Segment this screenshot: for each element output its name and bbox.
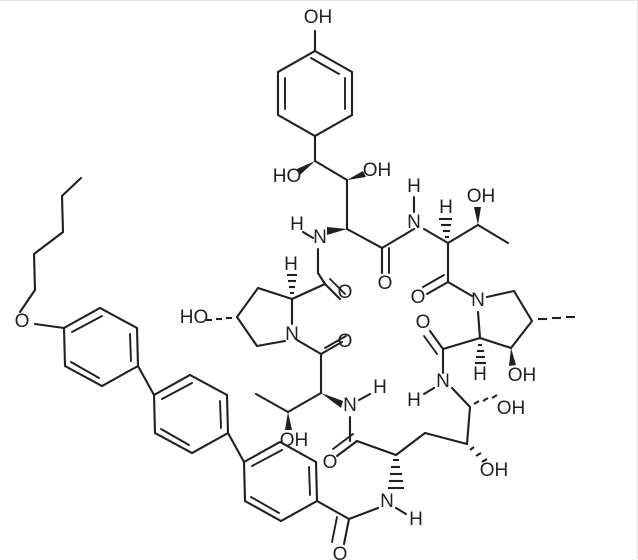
wedge-proR-oh bbox=[509, 348, 516, 366]
pro-right-n-label: N bbox=[471, 290, 485, 311]
terphenyl-ring-b bbox=[136, 364, 230, 455]
hash-bottom-n bbox=[388, 458, 404, 490]
ether-o-label: O bbox=[15, 311, 30, 332]
thr-right-oh-label: OH bbox=[467, 186, 496, 207]
threonine-left: N H OH O bbox=[254, 331, 387, 451]
thr-right-co-o-label: O bbox=[411, 287, 426, 308]
thr-left-co-o-label: O bbox=[338, 331, 353, 352]
thr-left-oh-label: OH bbox=[280, 430, 309, 451]
amide-lower-right: N H OH OH bbox=[394, 371, 526, 481]
proline-right: N OH H O bbox=[416, 289, 575, 386]
hash-thrR-h bbox=[439, 217, 452, 239]
wedge-tyr-n bbox=[327, 227, 347, 235]
tyr-nh-h-label: H bbox=[290, 214, 304, 235]
pro-right-oh-label: OH bbox=[508, 365, 537, 386]
tyr-oh-label: OH bbox=[363, 160, 392, 181]
bottom-residue: N H O O bbox=[315, 433, 423, 560]
hash-dihydroxy-upper bbox=[473, 394, 498, 405]
hash-proL-ho bbox=[206, 316, 232, 322]
pro-right-ch-h-label: H bbox=[473, 364, 487, 385]
thr-left-h-label: H bbox=[373, 377, 387, 398]
thr-right-nh-h-label: H bbox=[407, 176, 421, 197]
thr-right-n-label: N bbox=[407, 212, 421, 233]
pro-left-ch-h-label: H bbox=[284, 254, 298, 275]
tyr-n-label: N bbox=[313, 227, 327, 248]
bottom-amide-h-label: H bbox=[409, 509, 423, 530]
dihydroxy-oh-lower-label: OH bbox=[480, 460, 509, 481]
bottom-amide-n-label: N bbox=[380, 491, 394, 512]
bond-amideLR-n-h bbox=[422, 386, 436, 396]
pro-left-co-o-label: O bbox=[338, 282, 353, 303]
hash-proR-methyl bbox=[538, 315, 575, 321]
homotyrosine-diol bbox=[297, 159, 416, 275]
dihydroxy-oh-upper-label: OH bbox=[497, 398, 526, 419]
pro-left-ho-label: HO bbox=[180, 307, 209, 328]
proline-left: N HO H O bbox=[180, 254, 353, 348]
wedge-tyr-oh bbox=[347, 171, 366, 180]
pro-left-n-label: N bbox=[285, 324, 299, 345]
thr-left-n-label: N bbox=[343, 395, 357, 416]
bond-bottom-n-h bbox=[394, 506, 408, 516]
bond-thrL-n-h bbox=[357, 392, 372, 402]
pro-right-co-o-label: O bbox=[416, 312, 431, 333]
amide-lr-n-label: N bbox=[436, 371, 450, 392]
tyr-carbonyl-o-label: O bbox=[378, 273, 393, 294]
bottom-left-co-o-label: O bbox=[323, 452, 338, 473]
tyr-ho-label: HO bbox=[273, 166, 302, 187]
hash-proL-h bbox=[287, 273, 297, 295]
hash-dihydroxy-lower bbox=[469, 446, 488, 463]
hash-proR-h bbox=[475, 343, 486, 365]
benzamide-co-o-label: O bbox=[333, 544, 348, 560]
amide-lr-h-label: H bbox=[407, 390, 421, 411]
thr-right-ch-h-label: H bbox=[439, 197, 453, 218]
terphenyl-ring-a bbox=[33, 306, 140, 388]
terphenyl-ring-c bbox=[226, 431, 319, 523]
wedge-thrL-n bbox=[321, 393, 343, 408]
wedge-tyr-ho bbox=[297, 161, 315, 175]
wedge-thrL-oh bbox=[285, 412, 292, 430]
threonine-right: N H H OH O bbox=[407, 176, 510, 308]
pentyloxy-chain: O bbox=[15, 176, 83, 332]
phenol-ring bbox=[276, 29, 354, 163]
wedge-thrR-oh bbox=[474, 207, 481, 225]
bond-tyr-n-h bbox=[301, 230, 315, 240]
phenol-oh-label: OH bbox=[304, 7, 333, 28]
